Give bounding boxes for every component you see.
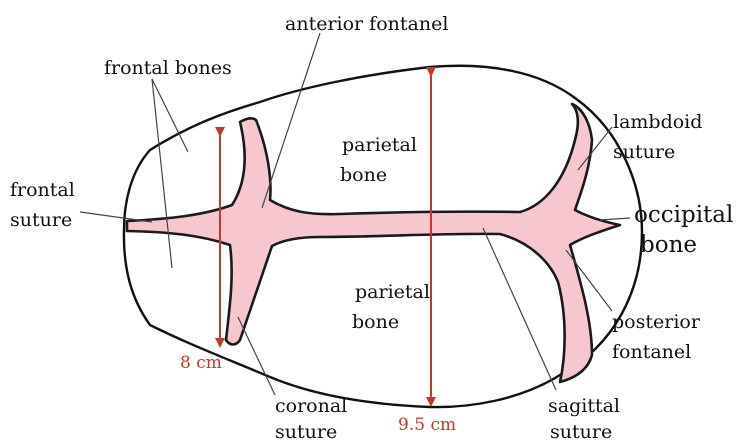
label-frontal-suture-line2: suture xyxy=(10,209,72,231)
label-occipital-bone-line1: occipital xyxy=(634,202,733,228)
label-width-measurement: 8 cm xyxy=(180,353,222,373)
label-lambdoid-suture-line1: lambdoid xyxy=(613,111,702,133)
label-parietal-bone-upper-line2: bone xyxy=(340,164,387,186)
label-posterior-fontanel-line1: posterior xyxy=(612,311,701,333)
label-parietal-bone-lower-line2: bone xyxy=(352,311,399,333)
label-coronal-suture-line2: suture xyxy=(275,421,337,440)
label-sagittal-suture-line2: suture xyxy=(550,421,612,440)
label-coronal-suture-line1: coronal xyxy=(275,395,347,417)
label-frontal-suture-line1: frontal xyxy=(10,179,75,201)
label-sagittal-suture-line1: sagittal xyxy=(548,395,620,417)
label-length-measurement: 9.5 cm xyxy=(398,415,456,435)
label-anterior-fontanel: anterior fontanel xyxy=(285,13,448,35)
label-posterior-fontanel-line2: fontanel xyxy=(612,341,691,363)
label-parietal-bone-lower-line1: parietal xyxy=(355,281,430,303)
label-parietal-bone-upper-line1: parietal xyxy=(342,134,417,156)
label-occipital-bone-line2: bone xyxy=(640,232,697,258)
label-frontal-bones: frontal bones xyxy=(104,57,232,79)
label-lambdoid-suture-line2: suture xyxy=(613,141,675,163)
